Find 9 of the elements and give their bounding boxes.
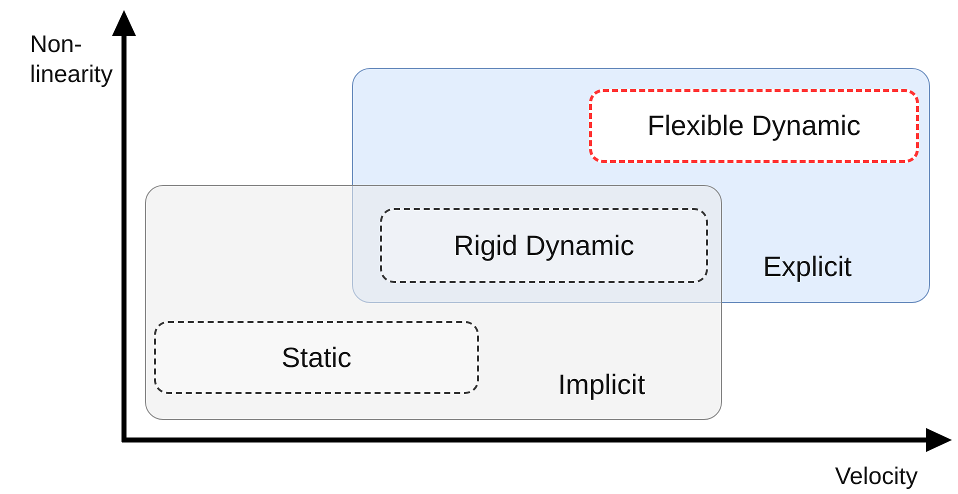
region-box xyxy=(352,68,930,303)
category-box: Rigid Dynamic xyxy=(380,208,708,283)
axis-label: Non-linearity xyxy=(30,30,114,90)
category-box: Flexible Dynamic xyxy=(589,89,919,163)
region-box xyxy=(145,185,722,420)
region-label: Implicit xyxy=(558,369,646,401)
region-label: Explicit xyxy=(763,251,852,283)
axis-label: Velocity xyxy=(835,462,919,492)
category-box: Static xyxy=(154,321,479,394)
